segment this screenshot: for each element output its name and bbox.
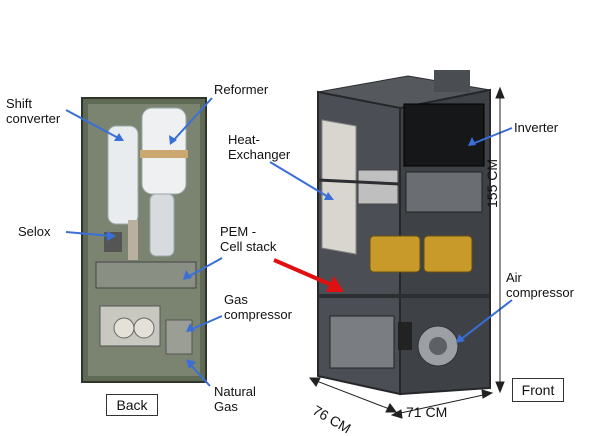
red-arrow <box>273 258 344 292</box>
label-reformer: Reformer <box>214 82 269 97</box>
inverter-shape <box>403 103 485 167</box>
heat-exchanger-shape <box>321 119 357 255</box>
back-unit-image <box>81 97 207 383</box>
label-inverter: Inverter <box>514 120 559 135</box>
label-natural-gas: Natural Gas <box>214 384 256 414</box>
view-label-front: Front <box>512 378 564 402</box>
label-shift-converter: Shift converter <box>6 96 61 126</box>
shift-converter-shape <box>107 125 139 225</box>
leader-arrows <box>65 97 513 387</box>
label-heat-exchanger: Heat- Exchanger <box>228 132 291 162</box>
pem-stack-shape <box>369 235 421 273</box>
label-air-compressor: Air compressor <box>506 270 574 300</box>
dimension-arrows <box>309 86 505 419</box>
view-label-back: Back <box>106 394 158 416</box>
label-pem-cell-stack: PEM - Cell stack <box>220 224 277 254</box>
label-selox: Selox <box>18 224 51 239</box>
dimension-width-label: 71 CM <box>406 404 448 420</box>
front-unit-image <box>317 70 491 396</box>
label-gas-compressor: Gas compressor <box>224 292 292 322</box>
dimension-height-label: 155 CM <box>484 158 500 208</box>
